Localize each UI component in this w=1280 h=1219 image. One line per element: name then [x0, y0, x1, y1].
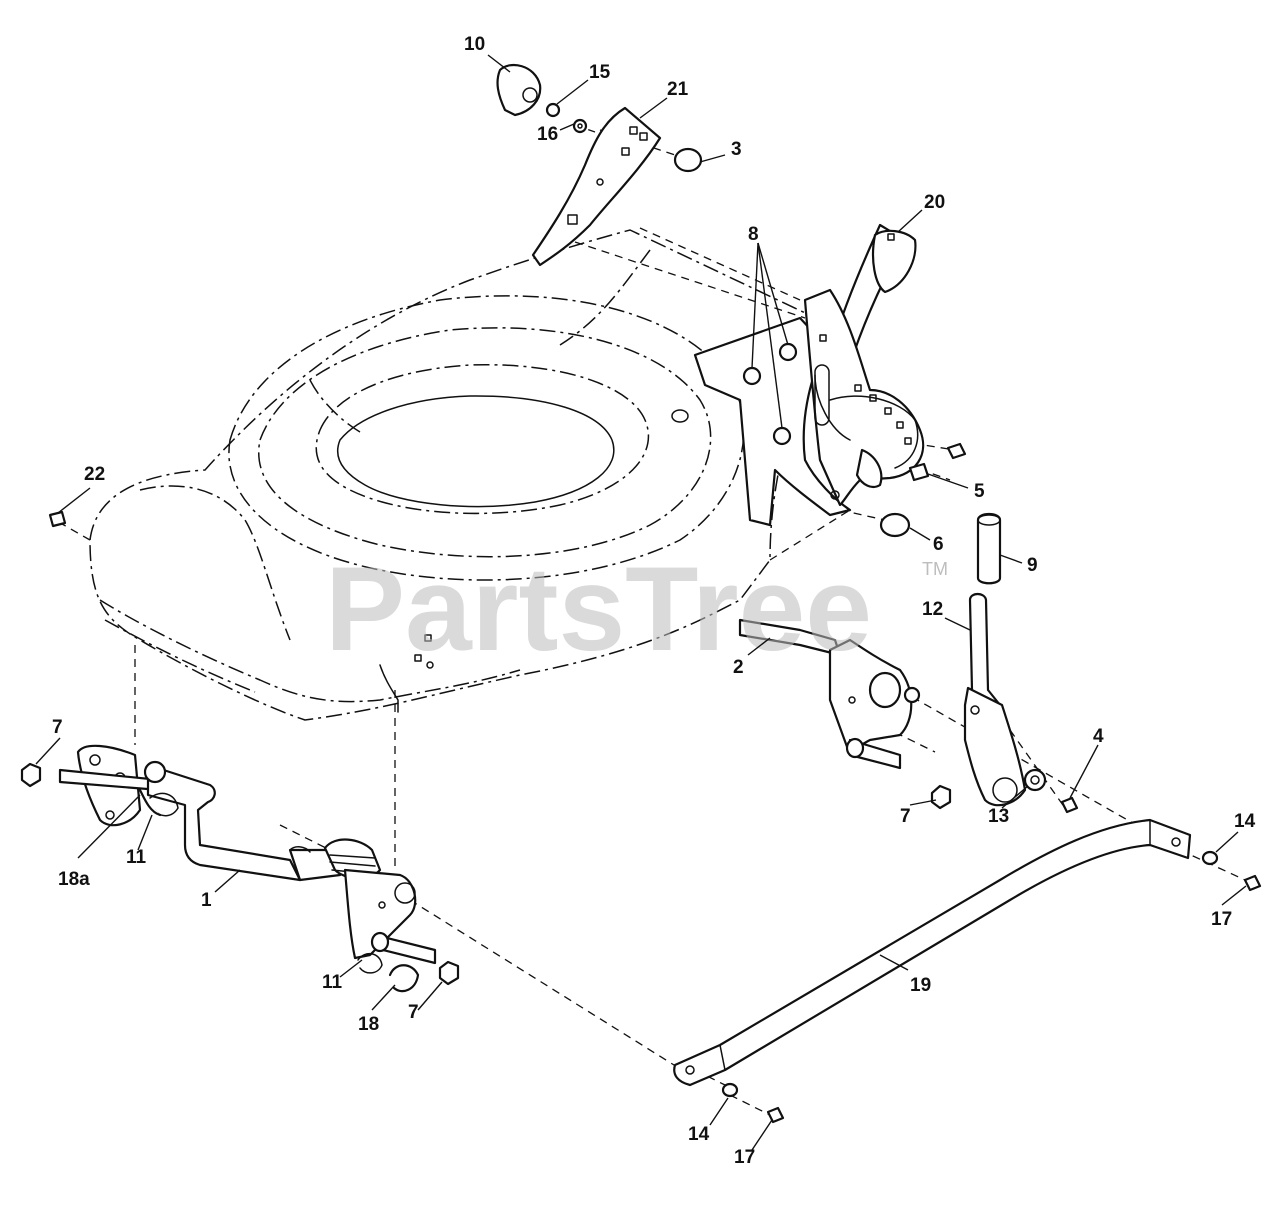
watermark-tm: TM	[922, 559, 948, 579]
callout-12: 12	[922, 599, 943, 620]
callout-10: 10	[464, 34, 485, 55]
watermark: PartsTree TM	[325, 542, 948, 676]
callout-7-left: 7	[52, 717, 63, 738]
link-bar	[673, 818, 1192, 1087]
callout-18a: 18a	[58, 869, 90, 890]
callout-2: 2	[733, 657, 744, 678]
callout-5: 5	[974, 481, 985, 502]
callout-6: 6	[933, 534, 944, 555]
rear-axle	[738, 618, 921, 770]
callout-15: 15	[589, 62, 611, 83]
callout-17-bottom: 17	[734, 1147, 755, 1168]
callout-14-bottom: 14	[688, 1124, 710, 1145]
callout-7-bottom: 7	[408, 1002, 419, 1023]
callout-20: 20	[924, 192, 945, 213]
callout-22: 22	[84, 464, 105, 485]
callout-13: 13	[988, 806, 1009, 827]
callout-11-left: 11	[126, 847, 147, 868]
callout-8: 8	[748, 224, 759, 245]
mower-deck	[89, 227, 821, 721]
watermark-text: PartsTree	[325, 542, 872, 676]
callout-11-bottom: 11	[322, 972, 343, 993]
callout-19: 19	[910, 975, 931, 996]
hardware	[20, 63, 1262, 1124]
callout-16: 16	[537, 124, 558, 145]
callout-leaders	[35, 54, 1247, 1151]
callout-1: 1	[201, 890, 212, 911]
callout-9: 9	[1027, 555, 1038, 576]
callout-4: 4	[1093, 726, 1104, 747]
callout-14-right: 14	[1234, 811, 1256, 832]
callout-3: 3	[731, 139, 742, 160]
callout-17-right: 17	[1211, 909, 1232, 930]
callout-18: 18	[358, 1014, 379, 1035]
right-height-bracket	[693, 223, 925, 527]
height-lever	[963, 592, 1027, 807]
callout-7-right: 7	[900, 806, 911, 827]
callout-labels: 10 15 21 16 3 20 8 5 6 9 22 12 2 4 7 7 7…	[52, 34, 1256, 1168]
callout-21: 21	[667, 79, 689, 100]
front-axle	[58, 744, 437, 993]
left-height-bracket	[531, 106, 662, 267]
